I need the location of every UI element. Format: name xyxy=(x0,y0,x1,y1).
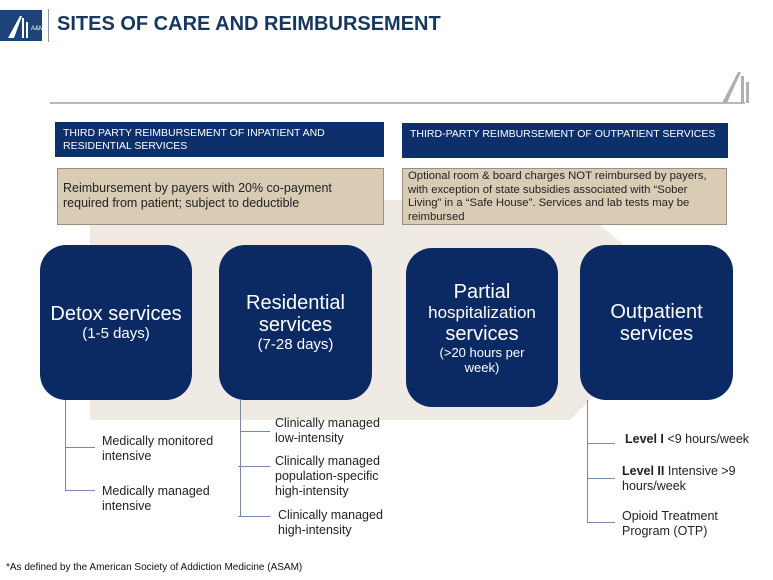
outpatient-level-item: Level II Intensive >9 hours/week xyxy=(622,464,757,494)
footnote: *As defined by the American Society of A… xyxy=(6,562,303,573)
residential-services-card: Residential services (7-28 days) xyxy=(219,245,372,400)
card-title: Residential services xyxy=(246,291,345,336)
tree-branch xyxy=(240,431,270,432)
tree-connector xyxy=(65,400,66,491)
tree-branch xyxy=(238,466,270,467)
outpatient-reimbursement-heading: THIRD-PARTY REIMBURSEMENT OF OUTPATIENT … xyxy=(402,123,728,158)
tree-connector xyxy=(587,400,588,523)
tree-branch xyxy=(587,478,615,479)
card-duration: (7-28 days) xyxy=(257,335,334,353)
detox-services-card: Detox services (1-5 days) xyxy=(40,245,192,400)
level-detail: Opioid Treatment Program (OTP) xyxy=(622,509,718,538)
card-title: Outpatient services xyxy=(610,300,703,345)
card-title-line2: hospitalization xyxy=(428,302,536,322)
level-detail: <9 hours/week xyxy=(663,432,750,446)
tree-branch xyxy=(65,447,95,448)
tree-connector xyxy=(240,400,241,517)
card-title: Detox services xyxy=(50,302,182,325)
header-rule xyxy=(50,102,745,104)
outpatient-services-card: Outpatient services xyxy=(580,245,733,400)
level-detail: Intensive >9 hours/week xyxy=(622,464,736,493)
company-logo: A&M xyxy=(0,10,44,41)
outpatient-level-item: Level I <9 hours/week xyxy=(625,432,765,447)
inpatient-reimbursement-note: Reimbursement by payers with 20% co-paym… xyxy=(57,168,384,225)
level-label: Level I xyxy=(625,432,664,446)
tree-branch xyxy=(65,490,95,491)
tree-branch xyxy=(238,516,270,517)
level-label: Level II xyxy=(622,464,665,478)
svg-text:A&M: A&M xyxy=(31,26,42,32)
card-duration: (1-5 days) xyxy=(82,324,150,342)
page-title: SITES OF CARE AND REIMBURSEMENT xyxy=(57,13,441,35)
partial-hospitalization-card: Partial hospitalization services (>20 ho… xyxy=(406,248,558,407)
tree-branch xyxy=(587,522,615,523)
detox-level-item: Medically managed intensive xyxy=(102,484,210,513)
residential-level-item: Clinically managed low-intensity xyxy=(275,416,380,445)
detox-level-item: Medically monitored intensive xyxy=(102,434,214,463)
tree-branch xyxy=(587,443,615,444)
card-duration: (>20 hours per week) xyxy=(439,344,525,375)
card-title-line3: services xyxy=(445,322,519,345)
inpatient-reimbursement-heading: THIRD PARTY REIMBURSEMENT OF INPATIENT A… xyxy=(55,122,384,157)
outpatient-reimbursement-note: Optional room & board charges NOT reimbu… xyxy=(402,168,727,225)
card-title-line1: Partial xyxy=(453,280,511,303)
outpatient-level-item: Opioid Treatment Program (OTP) xyxy=(622,509,742,539)
logo-divider xyxy=(48,9,49,42)
residential-level-item: Clinically managed high-intensity xyxy=(278,508,383,537)
residential-level-item: Clinically managed population-specific h… xyxy=(275,454,380,498)
brand-mark-icon xyxy=(722,72,749,103)
